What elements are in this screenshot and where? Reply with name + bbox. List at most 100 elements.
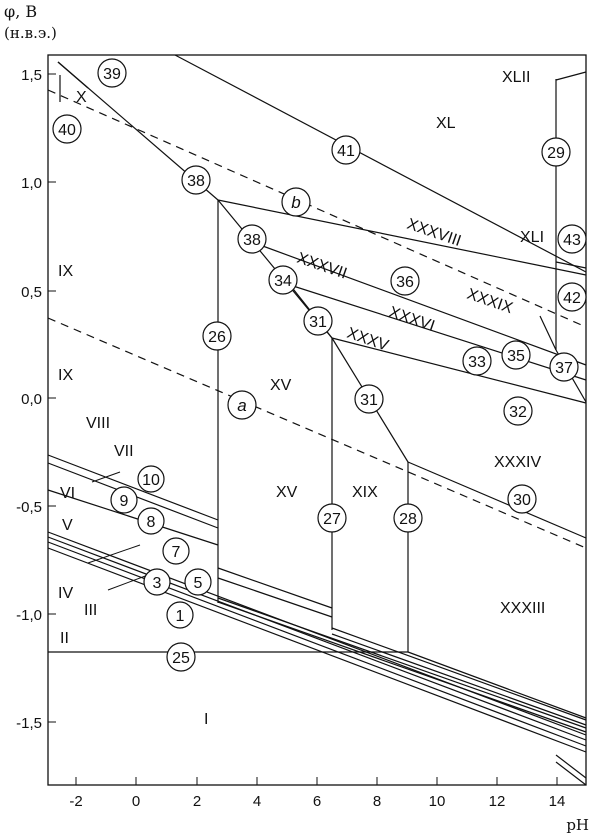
boundary-line xyxy=(555,261,587,269)
y-tick: -1,0 xyxy=(16,607,56,624)
line-number: 30 xyxy=(513,492,531,509)
x-tick: 2 xyxy=(193,777,201,810)
x-axis-ticks: -2 0 2 4 6 8 10 12 14 xyxy=(69,777,565,810)
line-number: 40 xyxy=(58,122,76,139)
x-tick: 10 xyxy=(429,777,446,810)
leader-lines xyxy=(87,471,149,591)
boundary-line xyxy=(407,651,587,719)
x-axis-label: pH xyxy=(566,816,589,834)
boundary-line xyxy=(259,244,587,366)
region-label: III xyxy=(84,602,97,619)
line-marker: 34 xyxy=(268,265,298,295)
water-line-a-letter: a xyxy=(237,396,246,415)
region-label: X xyxy=(76,89,87,106)
line-number: 32 xyxy=(509,404,527,421)
region-label: VII xyxy=(114,443,134,460)
x-tick: 8 xyxy=(373,777,381,810)
line-number: 29 xyxy=(547,145,565,162)
boundary-line xyxy=(47,547,587,753)
line-number: 28 xyxy=(399,511,417,528)
y-axis-label: φ, В xyxy=(4,2,38,21)
line-number: 39 xyxy=(103,66,121,83)
region-labels: I II III IV V VI VII VIII IX IX X XV XV … xyxy=(58,69,545,728)
region-label: I xyxy=(204,711,208,728)
line-marker: 31 xyxy=(354,384,384,414)
line-number: 37 xyxy=(555,360,573,377)
y-tick-label: -1,0 xyxy=(16,607,42,624)
region-label: XV xyxy=(276,484,298,501)
region-label: XXXVIII xyxy=(405,216,464,250)
region-label: XXXV xyxy=(345,325,391,355)
region-label: XV xyxy=(270,377,292,394)
boundary-line xyxy=(47,489,219,546)
line-number: 10 xyxy=(142,472,160,489)
line-marker: 35 xyxy=(501,340,531,370)
boundary-line xyxy=(331,337,587,404)
line-marker: 5 xyxy=(184,568,212,596)
boundary-line xyxy=(174,54,587,273)
line-number: 31 xyxy=(309,314,327,331)
line-number: 43 xyxy=(563,232,581,249)
x-tick-label: 2 xyxy=(193,793,201,810)
line-marker: 41 xyxy=(331,135,361,165)
line-marker: 7 xyxy=(162,537,190,565)
line-marker: 30 xyxy=(507,484,537,514)
x-tick-label: 8 xyxy=(373,793,381,810)
region-label: XLII xyxy=(502,69,530,86)
x-tick: 6 xyxy=(313,777,321,810)
line-marker: 9 xyxy=(110,486,138,514)
boundary-line xyxy=(555,71,587,81)
leader-line xyxy=(87,544,141,564)
line-marker: 38 xyxy=(181,165,211,195)
y-axis-unit: (н.в.э.) xyxy=(4,24,57,42)
region-label: XL xyxy=(436,115,456,132)
water-line-labels: b a xyxy=(227,187,311,420)
water-line-label-a: a xyxy=(227,390,257,420)
region-label: XXXIII xyxy=(500,600,545,617)
line-number: 38 xyxy=(243,232,261,249)
x-tick-label: 0 xyxy=(132,793,140,810)
boundary-line xyxy=(407,461,587,539)
line-marker: 28 xyxy=(393,503,423,533)
line-marker: 40 xyxy=(52,114,82,144)
x-tick-label: 10 xyxy=(429,793,446,810)
boundary-line xyxy=(331,633,587,726)
region-label: IX xyxy=(58,367,73,384)
line-marker: 38 xyxy=(237,224,267,254)
line-number: 5 xyxy=(194,575,203,592)
x-tick-label: 14 xyxy=(549,793,566,810)
line-marker: 10 xyxy=(137,465,165,493)
leader-line xyxy=(91,471,121,483)
region-label: IX xyxy=(58,263,73,280)
line-marker: 36 xyxy=(390,266,420,296)
line-marker: 3 xyxy=(143,568,171,596)
boundary-line xyxy=(47,541,587,747)
boundary-line xyxy=(331,627,587,721)
region-label: XXXIX xyxy=(465,286,515,318)
line-marker: 32 xyxy=(503,396,533,426)
x-tick-label: 4 xyxy=(253,793,261,810)
line-number-markers: 1 3 5 7 8 9 10 25 26 27 28 29 30 31 31 3… xyxy=(52,58,587,672)
line-marker: 33 xyxy=(462,346,492,376)
line-marker: 26 xyxy=(202,321,232,351)
line-number: 34 xyxy=(274,273,292,290)
line-number: 27 xyxy=(323,511,341,528)
y-tick-label: 1,0 xyxy=(21,175,42,192)
water-line-b xyxy=(47,89,587,328)
line-number: 8 xyxy=(147,514,156,531)
x-tick-label: 6 xyxy=(313,793,321,810)
boundary-lines xyxy=(47,54,587,786)
boundary-line xyxy=(57,61,89,89)
line-number: 36 xyxy=(396,274,414,291)
boundary-line xyxy=(289,284,587,381)
x-tick-label: 12 xyxy=(489,793,506,810)
line-marker: 8 xyxy=(137,507,165,535)
region-label: VIII xyxy=(86,415,110,432)
y-tick-label: 1,5 xyxy=(21,67,42,84)
boundary-line xyxy=(217,199,587,276)
x-tick: 0 xyxy=(132,777,140,810)
region-label: XXXVII xyxy=(295,250,349,283)
y-tick: -0,5 xyxy=(16,499,56,516)
line-number: 31 xyxy=(360,392,378,409)
